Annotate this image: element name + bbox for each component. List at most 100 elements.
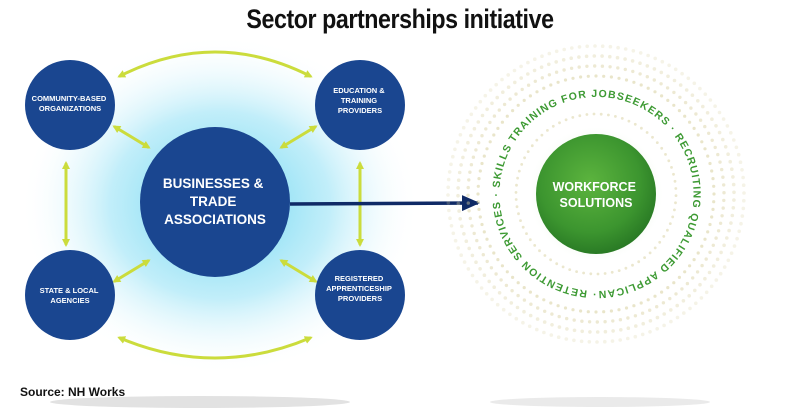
ring-dot bbox=[482, 154, 486, 158]
ring-dot bbox=[672, 172, 675, 176]
ring-dot bbox=[504, 283, 509, 288]
ring-dot bbox=[716, 152, 720, 157]
ring-dot bbox=[667, 63, 671, 68]
node-community bbox=[25, 60, 115, 150]
ring-dot bbox=[732, 244, 737, 248]
ring-dot bbox=[681, 299, 686, 303]
ring-dot bbox=[458, 217, 463, 221]
ring-dot bbox=[646, 86, 650, 90]
ring-dot bbox=[456, 178, 461, 182]
ring-dot bbox=[715, 257, 720, 262]
ring-dot bbox=[742, 198, 746, 203]
ring-dot bbox=[466, 185, 470, 190]
ring-dot bbox=[554, 60, 558, 64]
ring-dot bbox=[478, 267, 482, 271]
ring-dot bbox=[474, 148, 478, 152]
ring-dot bbox=[677, 109, 682, 113]
ring-dot bbox=[633, 122, 637, 126]
ring-dot bbox=[633, 334, 638, 339]
ring-dot bbox=[641, 321, 645, 326]
ring-dot bbox=[731, 175, 735, 179]
ring-dot bbox=[714, 124, 718, 128]
ring-dot bbox=[494, 272, 498, 276]
ring-dot bbox=[575, 270, 578, 273]
ring-dot bbox=[482, 273, 487, 278]
ring-dot bbox=[549, 301, 553, 305]
node-apprenticeship bbox=[315, 250, 405, 340]
ring-dot bbox=[557, 314, 561, 319]
ring-dot bbox=[512, 68, 517, 73]
ring-dot bbox=[547, 73, 552, 77]
connector-top bbox=[117, 50, 313, 78]
ring-dot bbox=[480, 222, 484, 227]
ring-dot bbox=[453, 238, 458, 243]
ring-dot bbox=[626, 336, 630, 341]
right-shadow bbox=[490, 397, 710, 407]
ring-dot bbox=[520, 163, 524, 166]
ring-dot bbox=[623, 57, 627, 61]
ring-dot bbox=[617, 308, 621, 312]
ring-dot bbox=[540, 76, 544, 80]
ring-dot bbox=[487, 279, 492, 284]
ring-dot bbox=[456, 193, 460, 198]
ring-dot bbox=[673, 208, 676, 212]
ring-dot bbox=[592, 54, 597, 58]
ring-dot bbox=[710, 215, 714, 219]
ring-dot bbox=[580, 329, 584, 334]
ring-dot bbox=[632, 80, 636, 84]
ring-dot bbox=[554, 49, 559, 54]
ring-dot bbox=[561, 58, 566, 62]
ring-dot bbox=[494, 82, 499, 87]
ring-dot bbox=[500, 264, 504, 268]
ring-dot bbox=[540, 54, 544, 58]
ring-dot bbox=[562, 47, 566, 52]
ring-dot bbox=[714, 278, 719, 282]
node-hub-label: BUSINESSES & TRADE ASSOCIATIONS bbox=[163, 176, 267, 227]
ring-dot bbox=[711, 207, 715, 211]
ring-dot bbox=[672, 281, 676, 285]
ring-dot bbox=[551, 124, 555, 128]
ring-dot bbox=[703, 276, 707, 281]
ring-dot bbox=[513, 80, 517, 85]
ring-dot bbox=[610, 270, 614, 274]
ring-dot bbox=[683, 270, 687, 274]
ring-dot bbox=[683, 114, 687, 118]
ring-dot bbox=[580, 319, 584, 323]
ring-dot bbox=[719, 250, 723, 255]
dotted-rings bbox=[446, 44, 746, 344]
ring-dot bbox=[478, 215, 482, 219]
ring-dot bbox=[698, 118, 703, 122]
ring-dot bbox=[456, 186, 460, 190]
ring-dot bbox=[675, 303, 679, 308]
ring-dot bbox=[708, 222, 712, 227]
ring-dot bbox=[555, 262, 559, 266]
ring-dot bbox=[456, 246, 461, 250]
ring-dot bbox=[729, 221, 733, 225]
node-hub bbox=[140, 127, 290, 277]
ring-dot bbox=[722, 191, 726, 195]
ring-dot bbox=[693, 288, 697, 293]
ring-dot bbox=[659, 70, 664, 75]
ring-dot bbox=[600, 54, 604, 58]
ring-dot bbox=[721, 137, 725, 142]
ring-dot bbox=[470, 253, 475, 258]
ring-dot bbox=[732, 138, 736, 142]
ring-dot bbox=[484, 127, 488, 131]
ring-dot bbox=[563, 306, 568, 310]
ring-dot bbox=[472, 231, 476, 236]
ring-dot bbox=[495, 95, 500, 100]
ring-dot bbox=[527, 324, 532, 329]
ring-dot bbox=[528, 290, 533, 294]
ring-dot bbox=[660, 146, 664, 150]
ring-dot bbox=[692, 258, 696, 262]
ring-dot bbox=[538, 249, 541, 253]
ring-dot bbox=[617, 269, 621, 272]
ring-dot bbox=[525, 232, 528, 236]
ring-dot bbox=[689, 106, 693, 110]
node-outcome bbox=[536, 134, 656, 254]
ring-dot bbox=[501, 307, 506, 312]
ring-dot bbox=[696, 251, 700, 255]
ring-dot bbox=[492, 114, 497, 118]
ring-dot bbox=[514, 92, 518, 96]
ring-dot bbox=[653, 246, 657, 250]
